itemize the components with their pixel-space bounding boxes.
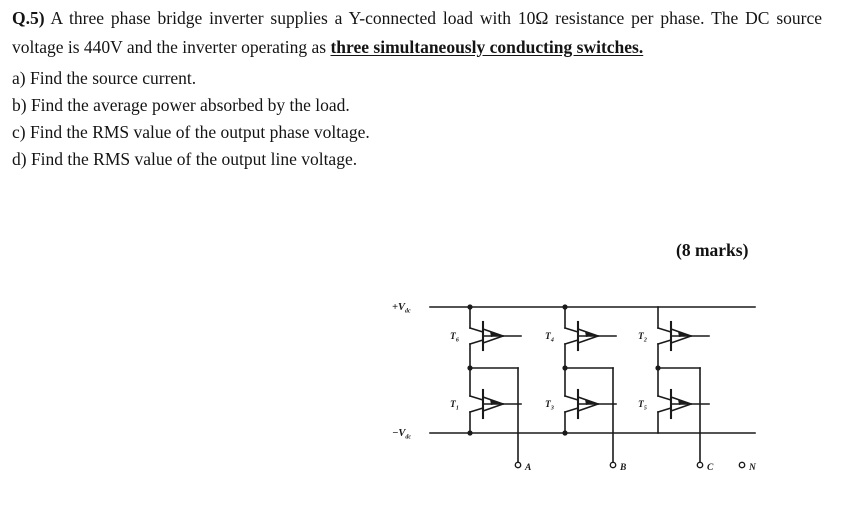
positive-rail-label: +Vdc [392,302,411,315]
marks-label: (8 marks) [676,240,749,260]
terminal-label-c: C [707,463,714,473]
list-item: a) Find the source current. [12,68,197,88]
junction-dot [562,365,568,371]
t1-base-lead-lower [469,407,484,413]
transistor-label-t1: T1 [450,400,459,412]
transistor-label-t2: T2 [638,332,647,344]
t3-base-lead-upper [564,395,579,401]
t5-base-lead-lower [657,407,672,413]
question-body-text: A three phase bridge inverter supplies a… [12,8,822,57]
terminal-c-node [696,461,704,469]
terminal-label-b: B [619,463,626,473]
question-emphasis-text: three simultaneously conducting switches… [330,36,644,57]
transistor-label-t5: T5 [638,400,647,412]
t5-base-lead-upper [657,395,672,401]
junction-dot [467,430,473,436]
list-item: d) Find the RMS value of the output line… [12,149,358,169]
t2-base-lead-upper [657,327,672,333]
t5-emitter-arrow [678,399,688,405]
junction-dot [562,304,568,310]
question-subparts-list: a) Find the source current. b) Find the … [12,65,822,173]
t6-lower-branch [481,334,505,345]
transistor-label-t3: T3 [545,400,554,412]
t3-base-lead-lower [564,407,579,413]
t6-base-lead-lower [469,339,484,345]
transistor-label-t4: T4 [545,332,554,344]
t3-lower-branch [576,402,600,413]
t2-base-lead-lower [657,339,672,345]
t6-emitter-arrow [490,331,500,337]
t4-base-lead-upper [564,327,579,333]
question-text-block: Q.5) A three phase bridge inverter suppl… [12,4,822,173]
list-item: b) Find the average power absorbed by th… [12,95,350,115]
t1-emitter-arrow [490,399,500,405]
t3-emitter-arrow [585,399,595,405]
transistor-label-t6: T6 [450,332,459,344]
terminal-label-a: A [524,463,531,473]
t5-lower-branch [669,402,693,413]
junction-dot [655,365,661,371]
t6-base-lead-upper [469,327,484,333]
junction-dot [467,304,473,310]
terminal-a-node [514,461,522,469]
t1-base-lead-upper [469,395,484,401]
t2-lower-branch [669,334,693,345]
junction-dot [562,430,568,436]
question-number: Q.5) [12,8,45,28]
circuit-figure: +Vdc −Vdc T6 T4 T2 T1 T3 T5 A B C N [390,292,790,492]
question-paragraph: Q.5) A three phase bridge inverter suppl… [12,4,822,61]
t4-lower-branch [576,334,600,345]
list-item: c) Find the RMS value of the output phas… [12,122,370,142]
terminal-b-node [609,461,617,469]
terminal-label-n: N [748,463,757,473]
terminal-n-node [738,461,746,469]
t1-lower-branch [481,402,505,413]
junction-dot [467,365,473,371]
t2-emitter-arrow [678,331,688,337]
t4-base-lead-lower [564,339,579,345]
t4-emitter-arrow [585,331,595,337]
negative-rail-label: −Vdc [392,428,411,441]
